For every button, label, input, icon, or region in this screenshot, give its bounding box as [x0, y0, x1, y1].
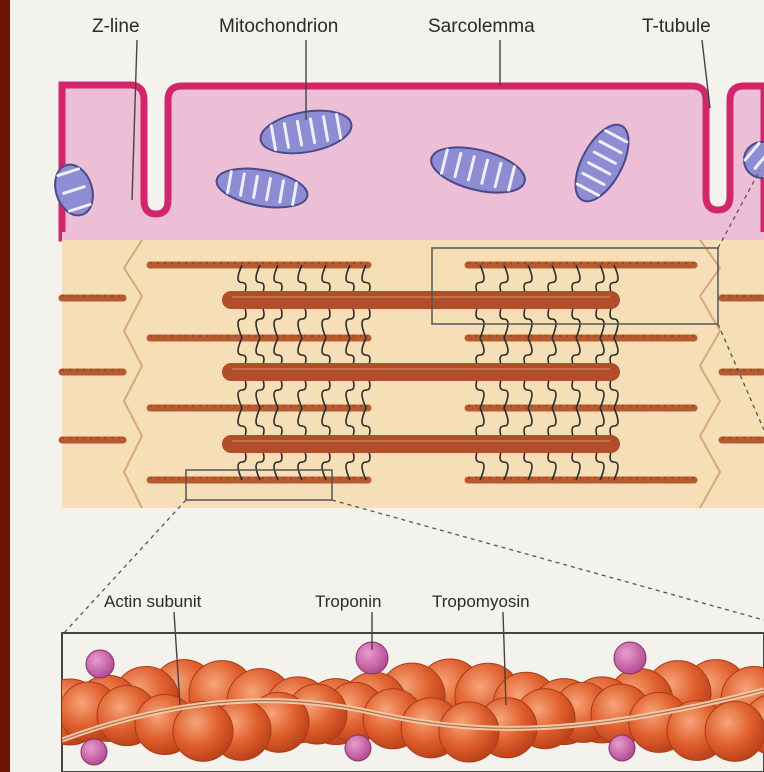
troponin: [345, 735, 371, 761]
label-mitochondrion: Mitochondrion: [219, 16, 338, 38]
troponin: [86, 650, 114, 678]
label-troponin: Troponin: [315, 592, 381, 612]
troponin: [609, 735, 635, 761]
label-sarcolemma: Sarcolemma: [428, 16, 535, 38]
label-tropomyosin: Tropomyosin: [432, 592, 530, 612]
label-z-line: Z-line: [92, 16, 140, 38]
label-t-tubule: T-tubule: [642, 16, 711, 38]
troponin: [81, 739, 107, 765]
troponin: [614, 642, 646, 674]
diagram-page: Z-line Mitochondrion Sarcolemma T-tubule…: [10, 0, 764, 772]
label-actin-subunit: Actin subunit: [104, 592, 201, 612]
actin-subunit: [173, 701, 233, 761]
thick-filament: [222, 435, 620, 453]
actin-subunit: [439, 702, 499, 762]
muscle-fiber-diagram: [10, 0, 764, 772]
sarcolemma: [62, 85, 764, 238]
thick-filament: [222, 291, 620, 309]
thick-filament: [222, 363, 620, 381]
actin-subunit: [705, 701, 764, 761]
sarcolemma-inner: [62, 232, 764, 240]
